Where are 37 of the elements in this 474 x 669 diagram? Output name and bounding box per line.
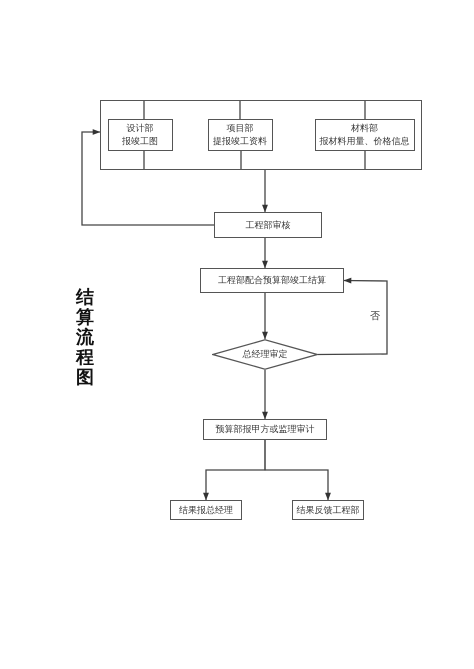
box-heading: 材料部 (351, 122, 378, 135)
process-box (170, 500, 242, 520)
box-label: 总经理审定 (242, 348, 288, 361)
diagram-title: 结算流程图 (76, 288, 95, 388)
connector-line (240, 151, 242, 170)
edge-label: 否 (369, 309, 381, 323)
arrow (262, 370, 268, 420)
arrow (81, 129, 214, 226)
box-label: 预算部报甲方或监理审计 (216, 423, 314, 436)
box-text: 报材料用量、价格信息 (320, 134, 410, 148)
process-box (208, 118, 273, 151)
box-heading: 设计部 (126, 122, 154, 135)
connector-line (143, 151, 145, 170)
box-label: 工程部审核 (246, 218, 290, 232)
arrow (264, 440, 331, 500)
box-label: 结果反馈工程部 (296, 504, 360, 516)
process-box (108, 118, 173, 151)
connector-line (364, 151, 366, 170)
process-box (200, 268, 344, 293)
connector-line (239, 100, 241, 119)
arrow (262, 238, 268, 268)
box-text: 报竣工图 (122, 134, 158, 148)
connector-line (143, 100, 145, 119)
arrow (262, 170, 268, 212)
arrow (318, 278, 388, 356)
process-box (292, 500, 364, 520)
group-frame (100, 100, 422, 170)
arrow (262, 293, 268, 340)
box-text: 提报竣工资料 (213, 134, 268, 148)
box-label: 工程部配合预算部竣工结算 (218, 274, 326, 287)
box-label: 结果报总经理 (179, 504, 233, 516)
process-box (314, 118, 415, 151)
connector-line (364, 100, 366, 119)
decision-diamond (212, 339, 318, 370)
process-box (214, 212, 322, 238)
process-box (203, 419, 327, 440)
box-heading: 项目部 (226, 122, 254, 135)
